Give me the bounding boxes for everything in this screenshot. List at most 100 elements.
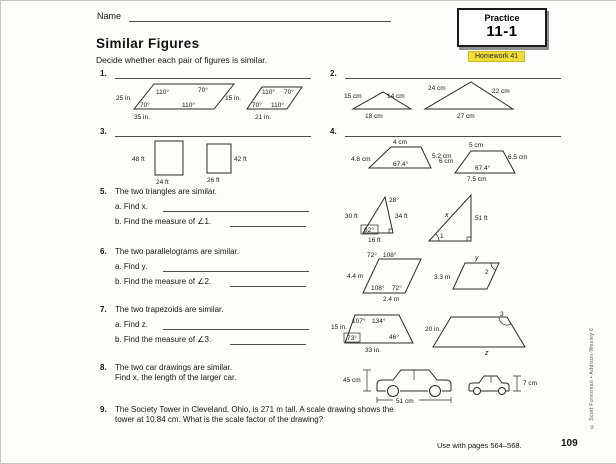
problem-5-number: 5. bbox=[100, 187, 107, 196]
car-small-wheel bbox=[498, 387, 506, 395]
angle-label: 108° bbox=[371, 284, 385, 292]
side-label: 26 ft bbox=[207, 177, 220, 184]
unknown-label: x bbox=[444, 212, 449, 219]
angle-box bbox=[343, 332, 361, 343]
side-label: 15 in. bbox=[225, 95, 241, 102]
side-label: 24 ft bbox=[156, 179, 169, 186]
unknown-label: y bbox=[474, 255, 479, 262]
problem-7b-answer-blank bbox=[230, 335, 306, 345]
problem-5b-text: b. Find the measure of ∠1. bbox=[115, 217, 212, 226]
angle-label: 134° bbox=[372, 317, 386, 325]
angle-label: 46° bbox=[389, 333, 399, 341]
angle-number-label: 1 bbox=[440, 233, 444, 240]
angle-label: 70° bbox=[284, 88, 294, 96]
side-label: 30 ft bbox=[345, 213, 358, 220]
side-label: 51 ft bbox=[475, 215, 488, 222]
side-label: 25 in. bbox=[116, 95, 132, 102]
car-large-wheel bbox=[429, 385, 441, 397]
dimension-label: 51 cm bbox=[396, 398, 414, 405]
car-large-wheel bbox=[387, 385, 399, 397]
angle-label: 110° bbox=[156, 88, 169, 96]
figure-5-triangles: 28° 34 ft 30 ft 16 ft 62° 51 ft x 1 bbox=[345, 193, 488, 244]
problem-8-number: 8. bbox=[100, 363, 107, 372]
homework-badge: Homework 41 bbox=[468, 51, 526, 62]
side-label: 42 ft bbox=[234, 156, 247, 163]
problem-9-number: 9. bbox=[100, 405, 107, 414]
problem-4-answer-blank bbox=[345, 127, 561, 137]
side-label: 20 in. bbox=[425, 326, 441, 333]
name-label: Name bbox=[97, 11, 122, 21]
angle-label: 107° bbox=[352, 317, 366, 325]
side-label: 22 cm bbox=[492, 88, 510, 95]
angle-label: 62° bbox=[364, 226, 374, 234]
problem-6a-text: a. Find y. bbox=[115, 262, 148, 271]
side-label: 4.8 cm bbox=[351, 156, 371, 163]
parallelogram-large bbox=[362, 258, 422, 294]
copyright-text: © Scott Foresman • Addison-Wesley 6 bbox=[589, 327, 595, 429]
problem-3-answer-blank bbox=[115, 127, 311, 137]
angle-arc bbox=[435, 233, 440, 242]
practice-title: Practice bbox=[484, 13, 520, 23]
angle-number-label: 3 bbox=[500, 311, 504, 318]
problem-8-text-line2: Find x, the length of the larger car. bbox=[115, 373, 237, 382]
practice-number: 11-1 bbox=[486, 23, 518, 40]
parallelogram-large bbox=[132, 83, 236, 110]
problem-5-text: The two triangles are similar. bbox=[115, 187, 217, 196]
figure-1-parallelograms: 110° 70° 70° 110° 25 in. 35 in. 110° 70°… bbox=[116, 83, 303, 121]
side-label: 35 in. bbox=[134, 114, 150, 121]
side-label: 21 in. bbox=[255, 114, 271, 121]
side-label: 16 ft bbox=[368, 237, 381, 244]
dimension-label: 45 cm bbox=[343, 377, 361, 384]
problem-7b-text: b. Find the measure of ∠3. bbox=[115, 335, 212, 344]
angle-label: 110° bbox=[182, 101, 195, 109]
problem-8-text-line1: The two car drawings are similar. bbox=[115, 363, 232, 372]
parallelogram-small bbox=[452, 262, 500, 290]
problem-6b-text: b. Find the measure of ∠2. bbox=[115, 277, 212, 286]
figure-8-cars: 45 cm 51 cm 7 cm bbox=[343, 369, 537, 405]
problem-7-number: 7. bbox=[100, 305, 107, 314]
car-large-body bbox=[376, 369, 452, 391]
side-label: 5.2 cm bbox=[432, 153, 452, 160]
problem-5a-text: a. Find x. bbox=[115, 202, 148, 211]
side-label: 15 in. bbox=[331, 324, 347, 331]
height-dimension-line bbox=[513, 375, 521, 392]
triangle-large bbox=[427, 193, 472, 242]
dimension-label: 7 cm bbox=[523, 380, 537, 387]
angle-label: 108° bbox=[383, 251, 397, 259]
side-label: 2.4 m bbox=[383, 296, 399, 303]
figure-7-trapezoids: 107° 134° 73° 46° 15 in. 33 in. 20 in. 3… bbox=[331, 311, 526, 357]
side-label: 6 cm bbox=[439, 158, 453, 165]
problem-5b-answer-blank bbox=[230, 217, 306, 227]
side-label: 34 ft bbox=[395, 213, 408, 220]
angle-label: 28° bbox=[389, 196, 399, 204]
quad-large bbox=[454, 150, 516, 174]
parallelogram-small bbox=[246, 86, 303, 110]
angle-label: 70° bbox=[252, 101, 262, 109]
quad-small bbox=[367, 146, 432, 169]
side-label: 6.5 cm bbox=[508, 154, 528, 161]
problem-7a-answer-blank bbox=[163, 320, 309, 330]
angle-label: 70° bbox=[198, 86, 208, 94]
car-small-wheel bbox=[473, 387, 481, 395]
problem-6a-answer-blank bbox=[163, 262, 309, 272]
rectangle-large bbox=[154, 140, 184, 176]
angle-label: 67.4° bbox=[475, 164, 491, 172]
problem-6-text: The two parallelograms are similar. bbox=[115, 247, 240, 256]
length-dimension-line bbox=[376, 397, 452, 403]
angle-label: 110° bbox=[262, 88, 275, 96]
problem-3-number: 3. bbox=[100, 127, 107, 136]
car-small-body bbox=[468, 375, 510, 391]
problem-1-number: 1. bbox=[100, 69, 107, 78]
angle-label: 70° bbox=[140, 101, 150, 109]
footer-use-with: Use with pages 564–568. bbox=[437, 441, 522, 450]
footer-page-number: 109 bbox=[561, 438, 578, 449]
angle-box bbox=[360, 224, 379, 235]
angle-arc bbox=[490, 262, 496, 271]
figure-2-triangles: 15 cm 14 cm 18 cm 24 cm 22 cm 27 cm bbox=[344, 81, 515, 120]
triangle-large bbox=[423, 81, 515, 110]
unknown-label: z bbox=[484, 350, 489, 357]
trapezoid-large bbox=[432, 316, 526, 348]
side-label: 48 ft bbox=[132, 156, 145, 163]
problem-7-text: The two trapezoids are similar. bbox=[115, 305, 224, 314]
